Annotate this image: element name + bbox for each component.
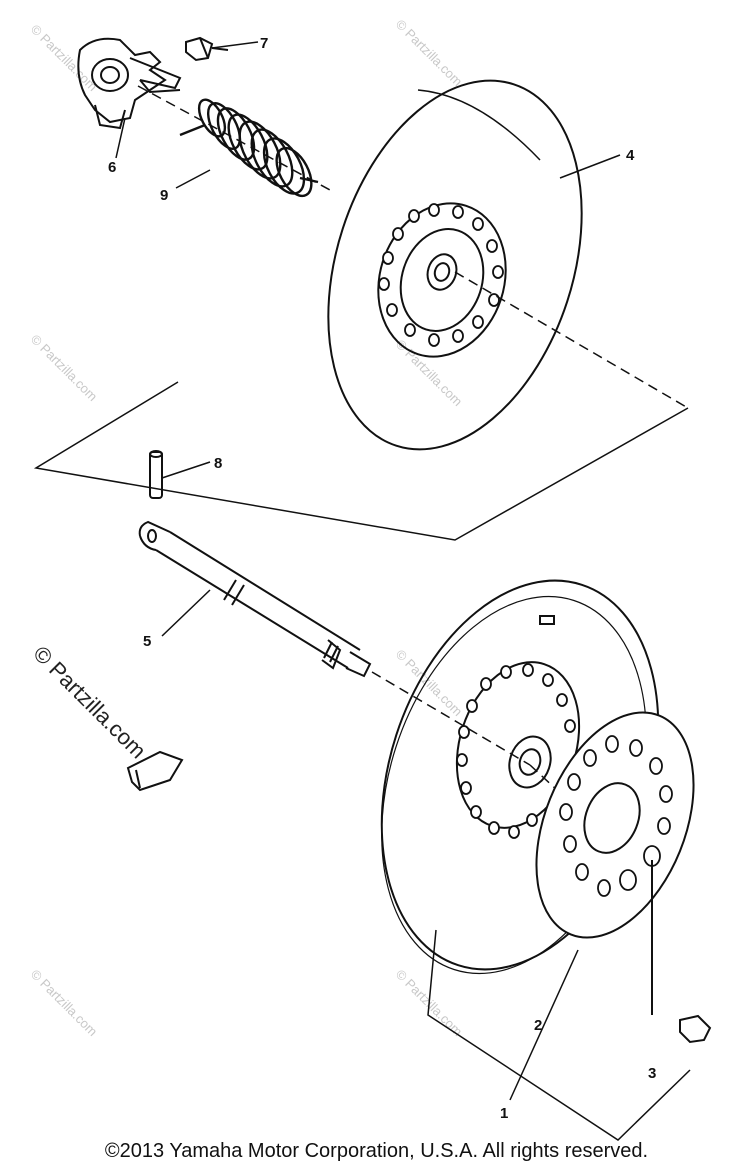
part-8-pin xyxy=(149,450,163,499)
part-9-spring xyxy=(179,98,319,198)
watermark-text: © Partzilla.com xyxy=(393,647,466,720)
watermark-group: © Partzilla.com © Partzilla.com © Partzi… xyxy=(28,17,466,1040)
part-1-hub-holes xyxy=(456,663,576,839)
callout-labels: 1 2 3 4 5 6 7 8 9 xyxy=(108,35,656,1122)
assembly-plane xyxy=(33,381,689,541)
part-7-bolt xyxy=(185,36,229,62)
part-3-bolt xyxy=(651,860,712,1044)
part-4-hub-holes xyxy=(378,203,504,347)
watermark-text-large: © Partzilla.com xyxy=(28,641,151,764)
part-2-plate-holes xyxy=(559,735,673,897)
callout-7: 7 xyxy=(260,35,268,52)
watermark-text: © Partzilla.com xyxy=(28,332,101,405)
callout-4: 4 xyxy=(626,147,635,164)
callout-6: 6 xyxy=(108,159,116,176)
watermark-text: © Partzilla.com xyxy=(28,22,101,95)
part-2-plate xyxy=(535,711,695,939)
part-washer-tab xyxy=(126,750,184,792)
callout-9: 9 xyxy=(160,187,168,204)
callout-8: 8 xyxy=(214,455,222,472)
callout-1: 1 xyxy=(500,1105,508,1122)
callout-5: 5 xyxy=(143,633,151,650)
watermark-text: © Partzilla.com xyxy=(393,17,466,90)
callout-2: 2 xyxy=(534,1017,542,1034)
part-4-sheave xyxy=(327,79,583,451)
copyright-notice: ©2013 Yamaha Motor Corporation, U.S.A. A… xyxy=(104,1140,649,1162)
callout-3: 3 xyxy=(648,1065,656,1082)
leader-lines xyxy=(115,41,621,637)
part-6-bracket xyxy=(77,37,182,130)
part-5-shaft xyxy=(138,520,372,678)
watermark-text: © Partzilla.com xyxy=(28,967,101,1040)
assembly-axis-lines xyxy=(137,85,689,831)
callout-bracket-lines xyxy=(427,929,691,1141)
